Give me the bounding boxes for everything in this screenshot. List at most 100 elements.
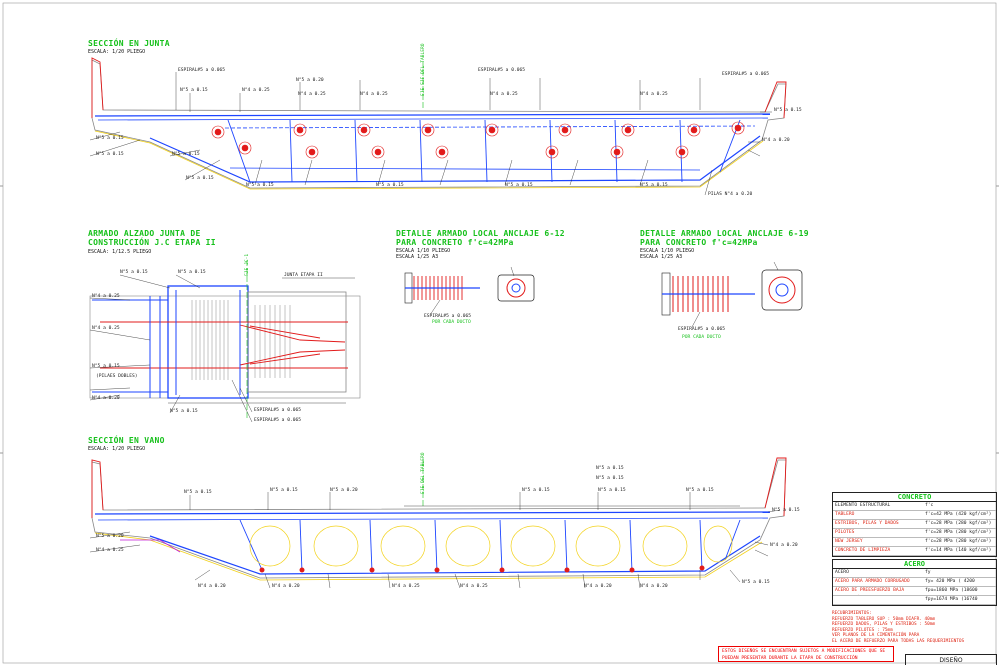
a12-front-view: [497, 274, 535, 302]
callout-label: N°5 a 0.15: [246, 183, 274, 188]
table-cell: fpy=1674 MPa (16740 kgf/cm²): [925, 597, 978, 602]
title-anclaje-12-line1: DETALLE ARMADO LOCAL ANCLAJE 6-12: [396, 229, 565, 238]
junta-yellow-line: [94, 130, 764, 190]
axis-label-vano: EJE DEL TABLERO: [421, 452, 426, 495]
table-cell: f'c=14 MPa (140 kgf/cm²): [925, 548, 992, 553]
junta-anchor-cones: [211, 121, 745, 159]
callout-label: N°4 a 0.25: [490, 92, 518, 97]
title-alzado-line1: ARMADO ALZADO JUNTA DE: [88, 229, 201, 238]
callout-label: N°4 a 0.25: [92, 294, 120, 299]
section-junta-drawing: [89, 57, 787, 196]
junta-mid-rebar: [224, 125, 756, 129]
vano-barrier-right: [764, 457, 787, 517]
callout-label: N°4 a 0.20: [272, 584, 300, 589]
junta-top-rebar: [94, 113, 771, 117]
vano-magenta-line: [120, 539, 181, 553]
callout-label: N°5 a 0.20: [296, 78, 324, 83]
callout-label: N°5 a 0.15: [376, 183, 404, 188]
scale-anclaje-12-a: ESCALA 1/10 PLIEGO: [396, 248, 451, 254]
table-row: ACERO PARA ARMADO CORRUGADO GRADO 60fy= …: [833, 578, 996, 587]
axis-label-junta: EJE EJE DEL TABLERO: [421, 43, 426, 96]
a12-leaders: [429, 266, 515, 316]
callout-label: ESPIRAL#5 a 0.065: [678, 327, 726, 332]
section-vano-drawing: [89, 457, 787, 589]
table-cell: PILOTES: [835, 530, 855, 535]
callout-label: N°5 a 0.15: [505, 183, 533, 188]
callout-label: N°5 a 0.15: [92, 364, 120, 369]
callout-label: N°4 a 0.20: [762, 138, 790, 143]
table-cell: f'c=42 MPa (420 kgf/cm²): [925, 512, 992, 517]
table-cell: ACERO PARA ARMADO CORRUGADO GRADO 60: [835, 579, 910, 584]
callout-label: N°5 a 0.15: [178, 270, 206, 275]
callout-label: N°5 a 0.15: [742, 580, 770, 585]
concreto-col-fc: f'c: [925, 503, 934, 508]
callout-label: ESPIRAL#5 a 0.065: [178, 68, 226, 73]
vano-strands: [259, 565, 705, 573]
vano-top-rebar-2: [97, 517, 769, 521]
note-line: VER PLANOS DE LA CIMENTACIÓN PARA: [832, 633, 920, 639]
alzado-slab-band: [89, 295, 361, 399]
vano-webs: [239, 519, 741, 573]
callout-label: N°5 a 0.15: [598, 488, 626, 493]
vano-leaders: [89, 492, 781, 589]
callout-label: N°4 a 0.25: [640, 92, 668, 97]
callout-label: N°4 a 0.20: [770, 543, 798, 548]
scale-anclaje-19-b: ESCALA 1/25 A3: [640, 254, 683, 260]
scale-seccion-junta: ESCALA: 1/20 PLIEGO: [88, 49, 146, 55]
callout-label: (PILAES DOBLES): [96, 374, 138, 379]
callout-label: N°5 a 0.15: [186, 176, 214, 181]
callout-label: N°5 a 0.15: [170, 409, 198, 414]
title-alzado-line2: CONSTRUCCIÓN J.C ETAPA II: [88, 238, 216, 247]
table-cell: [833, 596, 923, 604]
callout-label: N°4 a 0.20: [198, 584, 226, 589]
callout-label: N°5 a 0.20: [330, 488, 358, 493]
a19-front-spiral: [768, 276, 796, 304]
concreto-table-title: CONCRETO: [833, 493, 996, 502]
table-cell: TABLERO: [835, 512, 855, 517]
scale-seccion-vano: ESCALA: 1/20 PLIEGO: [88, 446, 146, 452]
note-line: RECUBRIMIENTOS:: [832, 611, 872, 616]
callout-label: PILAS N°4 a 0.20: [708, 192, 753, 197]
callout-label: ESPIRAL#5 a 0.065: [722, 72, 770, 77]
alzado-spirals: [191, 300, 291, 380]
vano-bottom-rebar: [149, 535, 761, 575]
acero-col-type: ACERO: [835, 570, 849, 575]
callout-label: N°5 a 0.15: [270, 488, 298, 493]
callout-label: N°5 a 0.15: [96, 136, 124, 141]
scale-anclaje-12-b: ESCALA 1/25 A3: [396, 254, 439, 260]
section-alzado-drawing: [89, 260, 361, 423]
callout-label: N°4 a 0.25: [298, 92, 326, 97]
callout-label: JUNTA ETAPA II: [284, 273, 323, 278]
a12-front-core: [511, 283, 521, 293]
table-cell: CONCRETO DE LIMPIEZA: [835, 548, 891, 553]
title-seccion-vano: SECCIÓN EN VANO: [88, 436, 165, 445]
callout-label: ESPIRAL#5 a 0.065: [254, 418, 302, 423]
a12-front-spiral: [506, 278, 526, 298]
table-cell: f'c=28 MPa (280 kgf/cm²): [925, 530, 992, 535]
table-cell: ESTRIBOS, PILAS Y DADOS: [835, 521, 899, 526]
scale-alzado: ESCALA: 1/12.5 PLIEGO: [88, 249, 152, 255]
callout-label: ESPIRAL#5 a 0.065: [254, 408, 302, 413]
alzado-leaders: [89, 274, 253, 423]
axis-label-alzado: EJE JC-1: [245, 253, 250, 276]
vano-voids: [249, 525, 733, 567]
junta-bottom-rebar-2: [229, 167, 701, 171]
callout-label: N°5 a 0.15: [596, 476, 624, 481]
note-line: EL ACERO DE REFUERZO PARA TODAS LAS REQU…: [832, 638, 965, 644]
acero-table-header: ACERO fy: [833, 569, 996, 578]
callout-label: N°4 a 0.25: [92, 326, 120, 331]
callout-label: N°5 a 0.15: [596, 466, 624, 471]
callout-label: N°4 a 0.25: [460, 584, 488, 589]
note-line: REFUERZO TABLERO SUP : 50mm DIAFR. 40mm: [832, 616, 936, 622]
junta-top-rebar-2: [97, 117, 769, 121]
alzado-cage-right: [247, 291, 347, 393]
callout-label: ESPIRAL#5 a 0.065: [478, 68, 526, 73]
acero-table: ACERO ACERO fy ACERO PARA ARMADO CORRUGA…: [832, 559, 997, 606]
a19-front-view: [761, 269, 803, 311]
table-row: TABLERO f'c=42 MPa (420 kgf/cm²): [833, 511, 996, 520]
title-anclaje-12-line2: PARA CONCRETO f'c=42MPa: [396, 238, 514, 247]
scale-anclaje-19-a: ESCALA 1/10 PLIEGO: [640, 248, 695, 254]
table-row: ACERO DE PREESFUERZO BAJA RELAJACIÓNfpu=…: [833, 587, 996, 596]
title-block-design: DISEÑO: [905, 654, 997, 665]
